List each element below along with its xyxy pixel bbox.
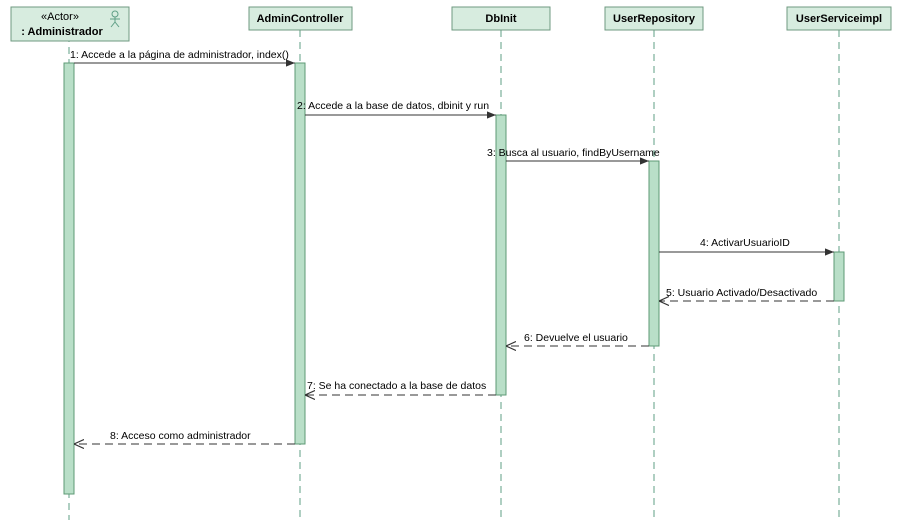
message-1-label: 1: Accede a la página de administrador, …: [70, 49, 289, 61]
message-3[interactable]: 3: Busca al usuario, findByUsername: [487, 147, 660, 165]
message-2[interactable]: 2: Accede a la base de datos, dbinit y r…: [297, 100, 496, 119]
actor-name: : Administrador: [21, 26, 103, 38]
activation-admin[interactable]: [63, 62, 75, 495]
activation-ctrl[interactable]: [294, 62, 306, 445]
actor-stereotype: «Actor»: [41, 11, 79, 23]
activation-repo[interactable]: [648, 160, 660, 347]
header-label-dbinit: DbInit: [485, 13, 516, 25]
activation-dbinit[interactable]: [495, 114, 507, 396]
message-8-label: 8: Acceso como administrador: [110, 430, 251, 442]
activation-svc[interactable]: [833, 251, 845, 302]
message-7-label: 7: Se ha conectado a la base de datos: [307, 380, 486, 392]
message-5-label: 5: Usuario Activado/Desactivado: [666, 287, 817, 299]
message-7[interactable]: 7: Se ha conectado a la base de datos: [305, 380, 496, 395]
message-6[interactable]: 6: Devuelve el usuario: [506, 332, 649, 346]
actor-header[interactable]: «Actor» : Administrador: [10, 6, 130, 42]
activation-bars: [63, 62, 845, 495]
header-admincontroller[interactable]: AdminController: [248, 6, 353, 31]
message-4-label: 4: ActivarUsuarioID: [700, 237, 790, 249]
header-label-userrepository: UserRepository: [613, 13, 696, 25]
header-userserviceimpl[interactable]: UserServiceimpl: [786, 6, 892, 31]
header-label-admincontroller: AdminController: [257, 13, 344, 25]
header-label-userserviceimpl: UserServiceimpl: [796, 13, 882, 25]
message-1[interactable]: 1: Accede a la página de administrador, …: [70, 49, 295, 67]
message-3-label: 3: Busca al usuario, findByUsername: [487, 147, 660, 159]
header-userrepository[interactable]: UserRepository: [604, 6, 704, 31]
message-5[interactable]: 5: Usuario Activado/Desactivado: [659, 287, 834, 301]
message-2-label: 2: Accede a la base de datos, dbinit y r…: [297, 100, 489, 112]
stick-figure-icon: [110, 10, 120, 28]
message-4[interactable]: 4: ActivarUsuarioID: [659, 237, 834, 256]
messages: 1: Accede a la página de administrador, …: [70, 49, 834, 444]
message-8[interactable]: 8: Acceso como administrador: [74, 430, 295, 444]
message-6-label: 6: Devuelve el usuario: [524, 332, 628, 344]
lifeline-headers: «Actor» : Administrador AdminController …: [10, 6, 892, 42]
header-dbinit[interactable]: DbInit: [451, 6, 551, 31]
